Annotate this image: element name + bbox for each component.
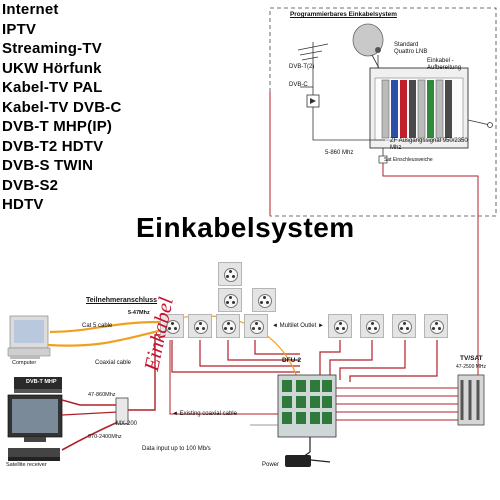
satellite-dish-icon [352,23,384,71]
service-item: DVB-S2 [2,176,59,194]
computer-label: Computer [12,360,37,366]
service-item: DVB-S TWIN [2,157,94,174]
cat5-label: Cat 5 cable [82,323,113,329]
outlet-top-2 [218,288,242,312]
outlet-row-6 [360,314,384,338]
service-item: DVB-T MHP(IP) [2,118,113,135]
existing-coax-label: ◄ Existing coaxial cable [172,411,237,417]
outlet-row-1 [160,314,184,338]
aufbereitung-label: Einkabel - Aufbereitung [427,58,462,71]
computer-icon [7,315,51,359]
tvsat-distributor [457,374,485,426]
multilet-label: ◄ Multilet Outlet ► [272,323,324,329]
service-item: Streaming-TV [2,40,102,57]
outlet-row-5 [328,314,352,338]
satellite-receiver-icon [8,448,60,461]
outlet-top-1 [218,262,242,286]
outlet-row-7 [392,314,416,338]
page-title: Einkabelsystem [136,212,355,243]
outlet-row-8 [424,314,448,338]
dvbc-label: DVB-C [289,82,308,88]
service-item: Kabel-TV DVB-C [2,98,122,116]
power-label: Power [262,462,280,468]
service-item: Kabel-TV PAL [2,79,103,96]
mx200-label: MX-200 [116,421,138,427]
outlet-row-3 [216,314,240,338]
service-item: DVB-T2 HDTV [2,137,104,155]
service-item: HDTV [2,196,44,213]
weiche-label: Sat Einschleusweiche [384,157,433,163]
freq-5-47-label: 5-47Mhz [128,310,150,316]
service-item: UKW Hörfunk [2,59,102,77]
television-icon [7,394,63,442]
outlet-row-4 [244,314,268,338]
tvsat-label: TV/SAT [460,355,483,362]
dvbt-mhp-label: DVB-T MHP [26,379,57,385]
dvbt2-label: DVB-T(2) [289,64,315,70]
freq-47-860-label: 47-860Mhz [88,392,116,398]
zf-signal-label: ZF Ausgangssignal 950/2350 Mhz [390,138,468,151]
dfu2-label: DFU-2 [282,357,302,364]
teilnehmer-label: Teilnehmeranschluss [86,297,158,304]
outlet-top-3 [252,288,276,312]
top-diagram-title: Programmierbares Einkabelsystem [290,11,397,18]
multiswitch-modules [381,79,452,139]
coaxial-label: Coaxial cable [95,360,132,366]
satellite-receiver-label: Satellite receiver [6,462,47,468]
dvbt-box-icon [14,377,62,393]
outlet-row-2 [188,314,212,338]
service-item: Internet [2,1,59,18]
freq-label-top: 5-860 Mhz [325,150,354,156]
antenna-icon [297,42,329,125]
dfu2-device [277,374,337,438]
freq-970-2400-label: 970-2400Mhz [88,434,122,440]
data-input-label: Data input up to 100 Mb/s [142,446,211,452]
standard-lnb-label: Standard Quattro LNB [394,42,428,55]
tvsat-freq-label: 47-2500 MHz [456,364,487,370]
service-item: IPTV [2,20,37,38]
service-list: Internet IPTV Streaming-TV UKW Hörfunk K… [2,0,121,215]
